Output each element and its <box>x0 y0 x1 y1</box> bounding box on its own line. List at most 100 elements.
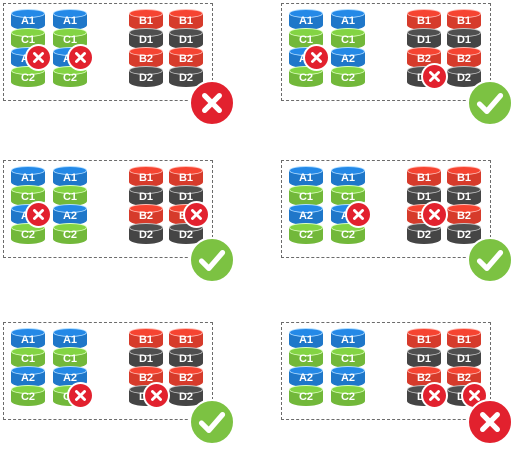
disk-label: D2 <box>456 229 472 241</box>
panel-dashed-border <box>3 3 213 101</box>
disk-label: C1 <box>340 353 356 365</box>
disk-label: B1 <box>456 334 472 346</box>
scenario-panel: A1C1A2C2A1C1A2C2B1D1B2D2B1D1B2D2 <box>281 3 515 128</box>
scenario-panel: A1C1A2C2A1C1A2C2B1D1B2D2B1D1B2D2 <box>3 3 237 128</box>
disk-d2: D2 <box>129 223 163 244</box>
disk-b1: B1 <box>169 328 203 349</box>
disk-c1: C1 <box>289 347 323 368</box>
disk-label: D1 <box>456 191 472 203</box>
disk-label: C1 <box>340 34 356 46</box>
disk-c1: C1 <box>53 28 87 49</box>
failed-disk-x-icon <box>67 382 94 409</box>
disk-a1: A1 <box>11 9 45 30</box>
disk-c2: C2 <box>11 66 45 87</box>
disk-label: B2 <box>416 372 432 384</box>
disk-label: D2 <box>416 229 432 241</box>
disk-label: D2 <box>138 229 154 241</box>
disk-label: C2 <box>340 229 356 241</box>
disk-label: C2 <box>62 72 78 84</box>
disk-b1: B1 <box>447 9 481 30</box>
disk-a2: A2 <box>11 366 45 387</box>
disk-label: D1 <box>138 353 154 365</box>
disk-a2: A2 <box>331 47 365 68</box>
disk-label: A2 <box>298 372 314 384</box>
disk-label: D1 <box>178 191 194 203</box>
result-x-icon <box>189 80 235 126</box>
disk-a2: A2 <box>289 366 323 387</box>
disk-label: C1 <box>62 353 78 365</box>
scenario-panel: A1C1A2C2A1C1A2C2B1D1B2D2B1D1B2D2 <box>281 160 515 285</box>
disk-d1: D1 <box>169 347 203 368</box>
disk-label: D1 <box>416 353 432 365</box>
disk-d1: D1 <box>129 185 163 206</box>
disk-d2: D2 <box>169 223 203 244</box>
disk-a1: A1 <box>331 9 365 30</box>
disk-label: B2 <box>138 53 154 65</box>
disk-label: D2 <box>456 72 472 84</box>
disk-b2: B2 <box>169 366 203 387</box>
disk-label: B1 <box>138 172 154 184</box>
disk-label: A1 <box>298 15 314 27</box>
disk-d1: D1 <box>129 28 163 49</box>
disk-label: B2 <box>178 53 194 65</box>
disk-c1: C1 <box>53 185 87 206</box>
disk-label: C1 <box>20 353 36 365</box>
failed-disk-x-icon <box>67 44 94 71</box>
failed-disk-x-icon <box>303 44 330 71</box>
result-x-icon <box>467 399 513 445</box>
scenario-panel: A1C1A2C2A1C1A2C2B1D1B2D2B1D1B2D2 <box>281 322 515 447</box>
failed-disk-x-icon <box>143 382 170 409</box>
disk-label: C2 <box>340 72 356 84</box>
disk-a1: A1 <box>289 9 323 30</box>
disk-label: C1 <box>298 353 314 365</box>
disk-label: A1 <box>298 334 314 346</box>
disk-a2: A2 <box>331 366 365 387</box>
disk-label: D1 <box>178 353 194 365</box>
disk-b2: B2 <box>447 47 481 68</box>
disk-label: D2 <box>178 229 194 241</box>
disk-a2: A2 <box>289 204 323 225</box>
disk-a1: A1 <box>53 328 87 349</box>
disk-c1: C1 <box>53 347 87 368</box>
disk-label: B1 <box>416 15 432 27</box>
disk-label: D2 <box>138 72 154 84</box>
disk-label: A2 <box>62 372 78 384</box>
disk-label: B1 <box>456 172 472 184</box>
disk-label: A1 <box>20 172 36 184</box>
failed-disk-x-icon <box>421 382 448 409</box>
disk-label: A1 <box>298 172 314 184</box>
disk-label: D1 <box>456 34 472 46</box>
disk-label: C1 <box>340 191 356 203</box>
disk-label: A1 <box>62 15 78 27</box>
disk-c2: C2 <box>289 66 323 87</box>
result-check-icon <box>467 237 513 283</box>
disk-label: A2 <box>62 210 78 222</box>
disk-b1: B1 <box>129 328 163 349</box>
disk-b1: B1 <box>129 166 163 187</box>
disk-label: A2 <box>340 53 356 65</box>
disk-c2: C2 <box>289 223 323 244</box>
disk-label: D2 <box>178 391 194 403</box>
panel-dashed-border <box>281 322 491 420</box>
disk-a1: A1 <box>11 166 45 187</box>
disk-label: C2 <box>340 391 356 403</box>
disk-a1: A1 <box>331 166 365 187</box>
disk-c2: C2 <box>289 385 323 406</box>
disk-label: C1 <box>298 191 314 203</box>
disk-label: A2 <box>20 372 36 384</box>
disk-c2: C2 <box>53 66 87 87</box>
disk-label: B2 <box>416 53 432 65</box>
disk-c1: C1 <box>289 185 323 206</box>
failed-disk-x-icon <box>183 201 210 228</box>
disk-label: C2 <box>20 229 36 241</box>
disk-label: A2 <box>298 210 314 222</box>
disk-label: D1 <box>416 191 432 203</box>
disk-b2: B2 <box>447 204 481 225</box>
disk-label: B2 <box>456 210 472 222</box>
